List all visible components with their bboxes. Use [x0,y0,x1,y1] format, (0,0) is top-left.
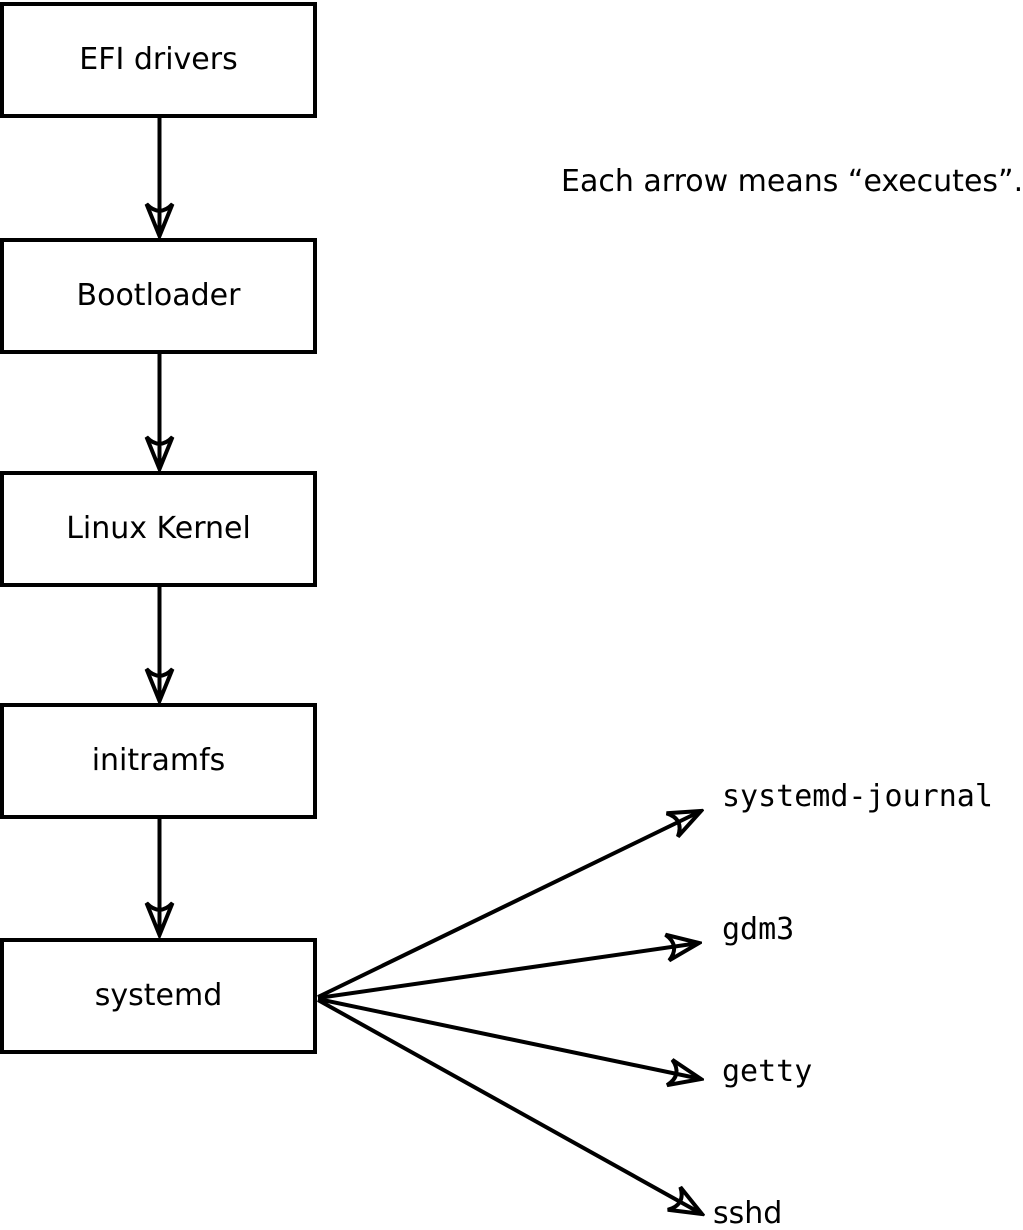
target-label-gdm3: gdm3 [722,912,795,947]
box-linux-kernel-label: Linux Kernel [66,511,251,546]
box-systemd: systemd [0,938,317,1054]
box-efi-drivers: EFI drivers [0,2,317,118]
box-initramfs: initramfs [0,703,317,819]
box-initramfs-label: initramfs [91,743,226,778]
box-bootloader-label: Bootloader [76,278,241,313]
target-label-systemd-journal: systemd-journal [722,779,993,814]
note-arrow-meaning: Each arrow means “executes”. [561,164,1023,199]
box-linux-kernel: Linux Kernel [0,471,317,587]
box-efi-drivers-label: EFI drivers [79,42,238,77]
arrow-systemd-to-journal [317,811,701,999]
box-systemd-label: systemd [94,978,223,1013]
target-label-getty: getty [722,1054,813,1089]
arrow-systemd-to-getty [317,997,701,1079]
box-bootloader: Bootloader [0,238,317,354]
arrow-systemd-to-sshd [317,998,702,1214]
target-label-sshd: sshd [713,1196,783,1230]
arrow-systemd-to-gdm3 [317,943,699,1000]
